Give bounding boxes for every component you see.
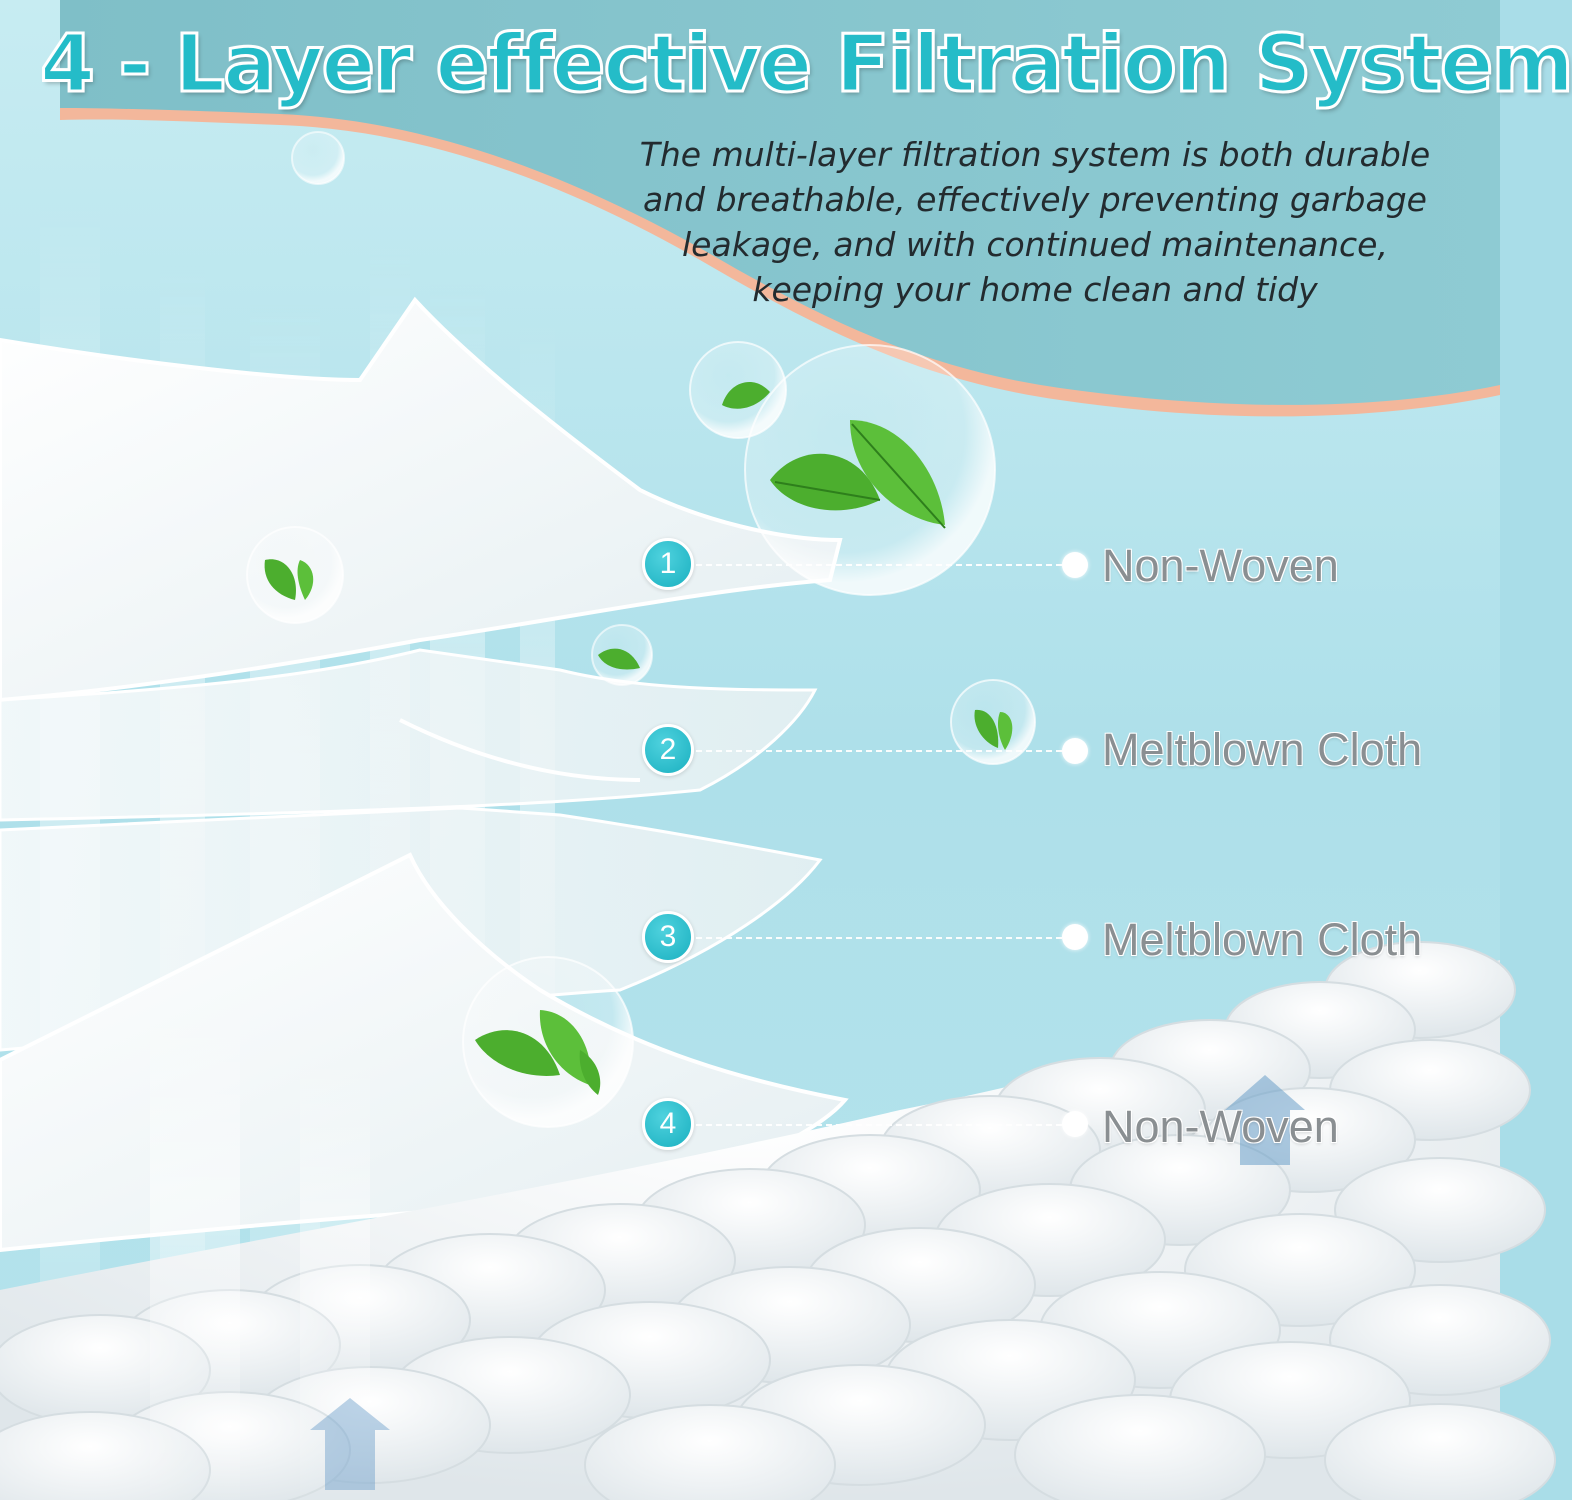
layer-label: Meltblown Cloth: [1102, 914, 1423, 965]
description-line: leakage, and with continued maintenance,: [682, 225, 1388, 264]
up-arrow-icon: [1225, 1075, 1305, 1165]
up-arrow-icon: [310, 1398, 390, 1490]
leaf-bubble-icon: [591, 624, 653, 686]
layer-connector: [696, 750, 1062, 752]
description-line: keeping your home clean and tidy: [752, 270, 1318, 309]
layer-number-badge: 1: [642, 538, 694, 590]
layer-connector: [696, 937, 1062, 939]
page-title: 4 - Layer effective Filtration System: [39, 17, 1572, 112]
leaf-bubble-icon: [950, 679, 1036, 765]
layer-number-badge: 2: [642, 724, 694, 776]
layer-label: Meltblown Cloth: [1102, 724, 1423, 775]
leaf-bubble-icon: [246, 526, 344, 624]
layer-label: Non-Woven: [1102, 1101, 1339, 1152]
layer-number-badge: 4: [642, 1098, 694, 1150]
layer-label: Non-Woven: [1102, 540, 1339, 591]
layer-connector: [696, 564, 1062, 566]
leaf-bubble-icon: [744, 344, 996, 596]
description-line: and breathable, effectively preventing g…: [643, 180, 1427, 219]
layer-connector: [696, 1124, 1062, 1126]
leaf-bubble-icon: [689, 341, 787, 439]
description: The multi-layer filtration system is bot…: [590, 132, 1480, 312]
layer-dot: [1062, 1111, 1088, 1137]
description-line: The multi-layer filtration system is bot…: [639, 135, 1431, 174]
layer-dot: [1062, 738, 1088, 764]
leaf-bubble-icon: [462, 956, 634, 1128]
layer-dot: [1062, 552, 1088, 578]
layer-dot: [1062, 924, 1088, 950]
layer-number-badge: 3: [642, 911, 694, 963]
